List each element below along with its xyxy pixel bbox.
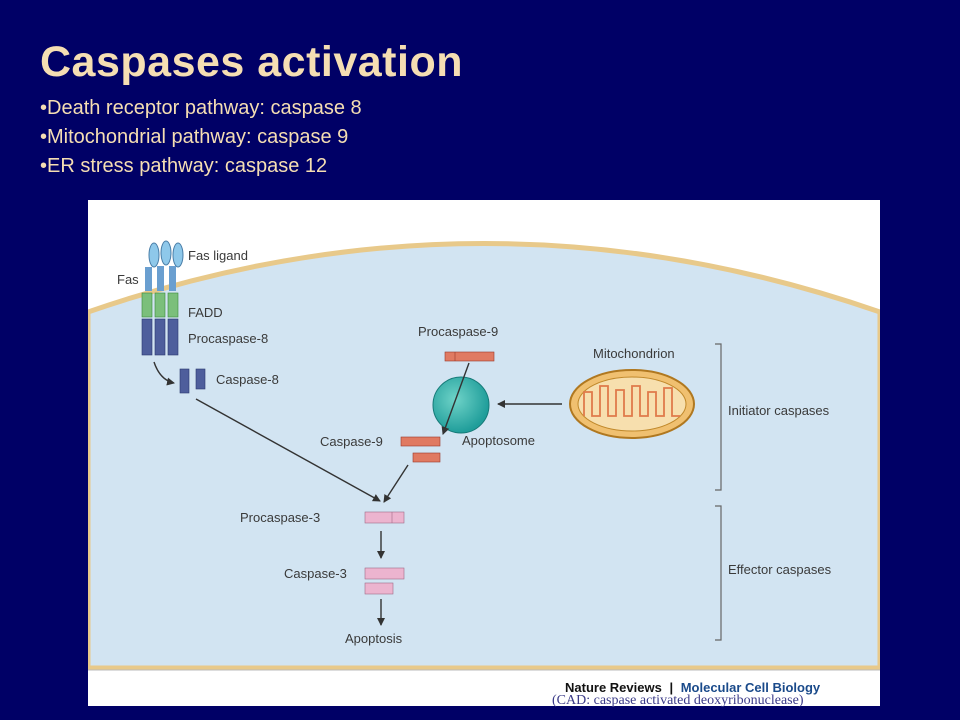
label-caspase-3: Caspase-3	[284, 566, 347, 581]
label-procaspase-9: Procaspase-9	[418, 324, 498, 339]
procaspase-3-bar	[364, 511, 405, 524]
caspase-9-bar-a	[400, 436, 441, 447]
initiator-bracket	[715, 343, 722, 491]
caspase-pathway-diagram: Fas ligand Fas FADD Procaspase-8 Caspase…	[88, 240, 880, 695]
caspase-pathway-figure: Fas ligand Fas FADD Procaspase-8 Caspase…	[88, 200, 880, 706]
caspase-3-bar-a	[364, 567, 405, 580]
caspase-8-subunit-a	[179, 368, 190, 394]
label-initiator-caspases: Initiator caspases	[728, 403, 830, 418]
bullet-death-receptor: •Death receptor pathway: caspase 8	[40, 97, 362, 119]
footer-note: (CAD: caspase activated deoxyribonucleas…	[552, 693, 804, 708]
mitochondrion-icon	[569, 369, 695, 439]
label-fas: Fas	[117, 272, 139, 287]
fas-receptor-complex	[141, 240, 184, 356]
label-apoptosis: Apoptosis	[345, 631, 403, 646]
caspase-9-bar-b	[412, 452, 441, 463]
label-fadd: FADD	[188, 305, 223, 320]
effector-bracket	[715, 505, 722, 641]
credit-separator: |	[669, 680, 673, 695]
label-mitochondrion: Mitochondrion	[593, 346, 675, 361]
arrow-caspase9-to-procaspase3	[383, 464, 409, 503]
caspase-8-subunit-b	[195, 368, 206, 390]
credit-journal: Nature Reviews	[565, 680, 662, 695]
bullet-mitochondrial: •Mitochondrial pathway: caspase 9	[40, 126, 349, 148]
arrow-caspase8-to-procaspase3	[195, 398, 381, 502]
apoptosome-icon	[432, 376, 490, 434]
arrow-procaspase9-to-caspase9	[441, 362, 470, 435]
caspase-3-bar-b	[364, 582, 394, 595]
cell-membrane	[88, 241, 880, 671]
label-caspase-9: Caspase-9	[320, 434, 383, 449]
slide-title: Caspases activation	[40, 38, 463, 86]
bullet-list: •Death receptor pathway: caspase 8 •Mito…	[40, 94, 362, 181]
figure-credit: Nature Reviews | Molecular Cell Biology	[565, 680, 821, 695]
procaspase-9-bar	[444, 351, 495, 362]
bullet-er-stress: •ER stress pathway: caspase 12	[40, 155, 328, 177]
arrow-procaspase8-to-caspase8	[153, 361, 175, 386]
label-caspase-8: Caspase-8	[216, 372, 279, 387]
label-apoptosome: Apoptosome	[462, 433, 535, 448]
label-procaspase-3: Procaspase-3	[240, 510, 320, 525]
label-fas-ligand: Fas ligand	[188, 248, 248, 263]
credit-series: Molecular Cell Biology	[681, 680, 821, 695]
label-effector-caspases: Effector caspases	[728, 562, 832, 577]
label-procaspase-8: Procaspase-8	[188, 331, 268, 346]
